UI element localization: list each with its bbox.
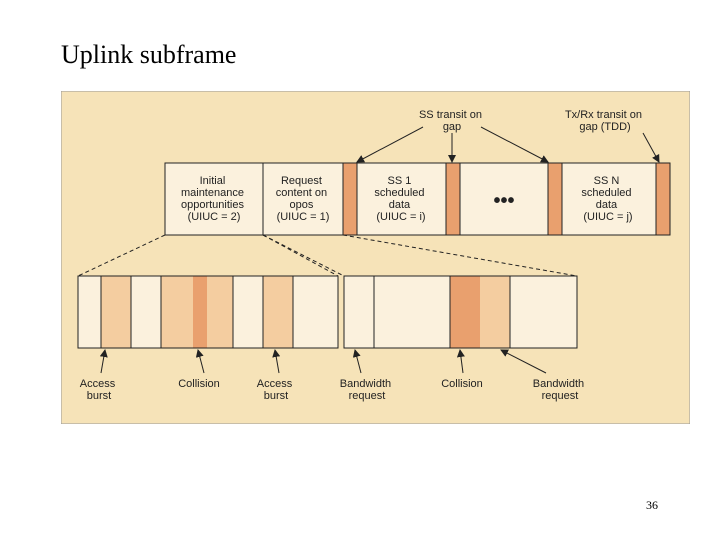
ss-gap-label: SS transit on gap (419, 109, 485, 133)
gap-strip (547, 162, 563, 236)
access-burst-label: Access burst (80, 378, 119, 402)
expansion-lines (77, 234, 578, 277)
gap-strip (655, 162, 671, 236)
access-burst-label: Access burst (257, 378, 296, 402)
figure-background (61, 91, 690, 424)
slide-title: Uplink subframe (61, 40, 237, 69)
request-contention-block: Request content on opos (UIUC = 1) (276, 175, 330, 223)
bandwidth-request-label: Bandwidth request (533, 378, 587, 402)
initial-maintenance-detail (77, 275, 339, 349)
bandwidth-request-label: Bandwidth request (340, 378, 394, 402)
initial-maintenance-block: Initial maintenance opportunities (UIUC … (181, 175, 247, 223)
uplink-subframe-diagram: Initial maintenance opportunities (UIUC … (61, 91, 690, 424)
slide-number: 36 (646, 498, 658, 512)
uplink-frame: Initial maintenance opportunities (UIUC … (164, 162, 671, 236)
collision-label: Collision (178, 378, 220, 390)
gap-strip (342, 162, 358, 236)
frame-outline (164, 162, 671, 236)
bottom-arrows (99, 349, 547, 374)
ss1-scheduled-block: SS 1 scheduled data (UIUC = i) (374, 175, 427, 223)
tdd-gap-callout: Tx/Rx transit on gap (TDD) (565, 109, 660, 163)
ssn-scheduled-block: SS N scheduled data (UIUC = j) (581, 175, 634, 223)
ss-transition-gap-callout: SS transit on gap (356, 109, 549, 163)
gap-strip (445, 162, 461, 236)
request-contention-detail (343, 275, 578, 349)
collision-label: Collision (441, 378, 483, 390)
tdd-gap-label: Tx/Rx transit on gap (TDD) (565, 109, 645, 133)
ellipsis: ••• (493, 190, 514, 212)
